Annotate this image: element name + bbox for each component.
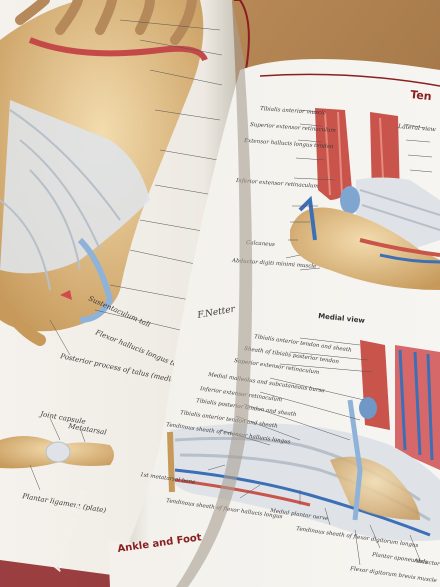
book-gutter — [176, 0, 253, 587]
left-joint-inset — [0, 417, 114, 491]
right-footer-area — [108, 540, 180, 587]
lateral-view-title: Lateral view — [397, 123, 437, 133]
lateral-label-superior-retinaculum: Superior extensor retinaculum — [250, 122, 336, 134]
left-leader-lines — [49, 19, 223, 356]
right-header-rule — [259, 73, 440, 87]
left-page-red-rule — [234, 0, 250, 71]
right-page-header: Ten — [410, 88, 433, 103]
lateral-label-tibialis-anterior: Tibialis anterior muscle — [260, 106, 327, 117]
medial-label-abductor: Abductor — [413, 558, 440, 568]
lateral-leader-lines — [285, 109, 433, 271]
lateral-view-illustration — [290, 108, 440, 290]
lateral-label-inferior-retinaculum: Inferior extensor retinaculum — [235, 178, 319, 190]
lateral-label-calcaneus: Calcaneus — [246, 240, 275, 248]
left-foot-illustration — [0, 0, 208, 346]
